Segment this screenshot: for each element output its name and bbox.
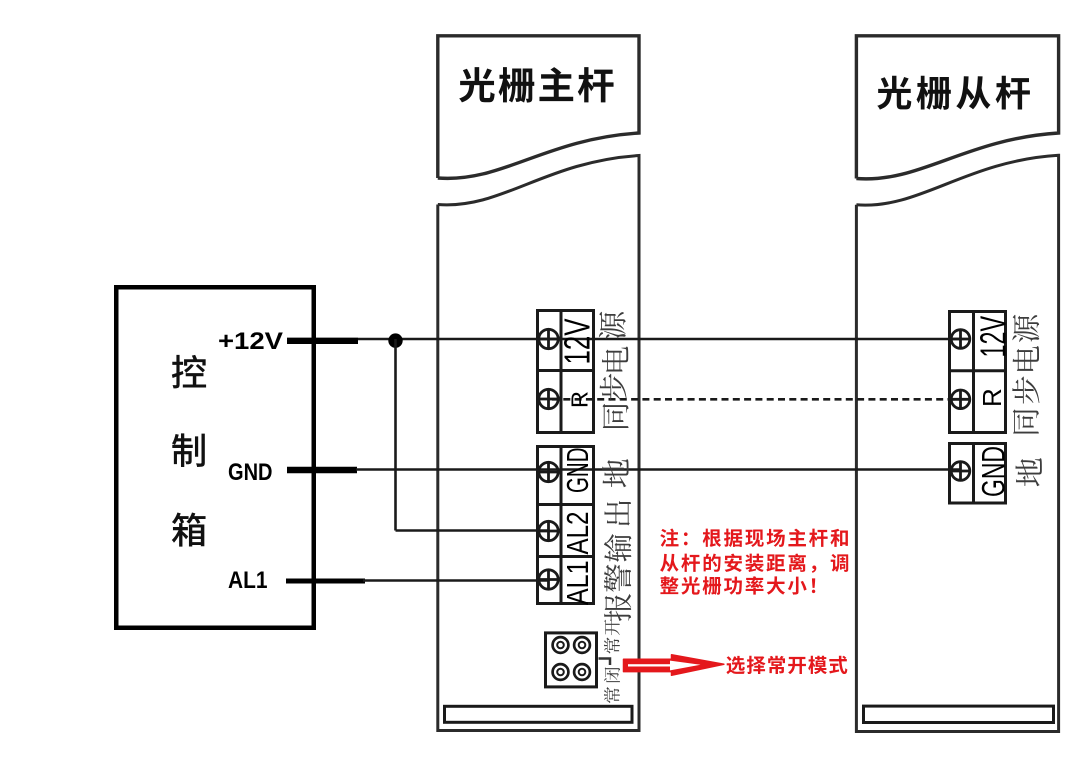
svg-text:AL2: AL2 bbox=[561, 512, 595, 555]
svg-text:+12V: +12V bbox=[218, 328, 283, 355]
svg-text:GND: GND bbox=[975, 446, 1011, 497]
svg-text:R: R bbox=[977, 388, 1007, 407]
svg-text:12V: 12V bbox=[973, 316, 1014, 358]
svg-text:GND: GND bbox=[561, 448, 595, 494]
svg-text:R: R bbox=[567, 391, 593, 408]
svg-text:GND: GND bbox=[228, 459, 273, 486]
svg-text:AL1: AL1 bbox=[228, 567, 268, 594]
svg-text:AL1: AL1 bbox=[561, 561, 595, 606]
svg-text:12V: 12V bbox=[557, 319, 598, 365]
